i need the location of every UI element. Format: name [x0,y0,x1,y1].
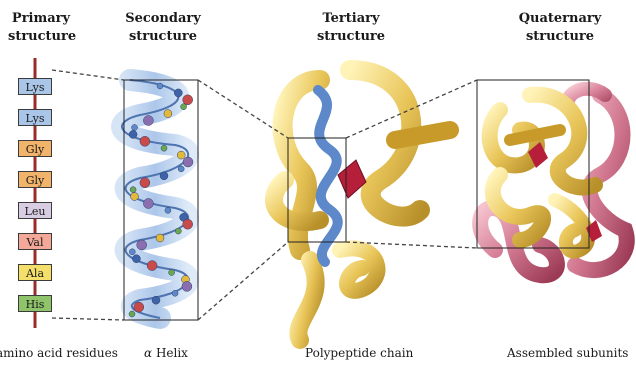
helix-atom [183,95,193,105]
helix-atom [160,172,168,180]
helix-atom [182,281,192,291]
quaternary-caption: Assembled subunits [507,346,628,360]
helix-atom [172,290,178,296]
helix-atom [143,116,153,126]
helix-atom [183,219,193,229]
helix-atom [161,145,167,151]
alpha-helix [122,80,193,318]
residue-gly: Gly [18,140,52,157]
helix-atom [164,110,172,118]
secondary-caption: α Helix [144,346,188,360]
helix-atom [129,311,135,317]
helix-atom [165,207,171,213]
quaternary-assembly [480,89,627,275]
helix-atom [132,255,140,263]
helix-atom [152,296,160,304]
helix-atom [175,228,181,234]
helix-atom [183,157,193,167]
helix-atom [132,125,138,131]
helix-atom [181,104,187,110]
helix-atom [178,166,184,172]
helix-atom [157,83,163,89]
helix-atom [131,193,139,201]
alpha-symbol: α [144,346,152,360]
residue-lys: Lys [18,109,52,126]
helix-atom [134,302,144,312]
residue-leu: Leu [18,202,52,219]
residue-ala: Ala [18,264,52,281]
helix-atom [143,199,153,209]
helix-atom [147,261,157,271]
helix-atom [137,240,147,250]
tertiary-fold [274,70,450,340]
residue-his: His [18,295,52,312]
residue-lys: Lys [18,78,52,95]
helix-atom [129,130,137,138]
helix-atom [140,178,150,188]
helix-label: Helix [156,346,188,360]
helix-atom [177,151,185,159]
residue-val: Val [18,233,52,250]
helix-atom [174,89,182,97]
helix-atom [130,187,136,193]
tertiary-caption: Polypeptide chain [305,346,413,360]
residue-gly: Gly [18,171,52,188]
helix-atom [140,136,150,146]
helix-atom [156,234,164,242]
primary-caption: amino acid residues [0,346,118,360]
helix-atom [169,270,175,276]
helix-atom [129,249,135,255]
